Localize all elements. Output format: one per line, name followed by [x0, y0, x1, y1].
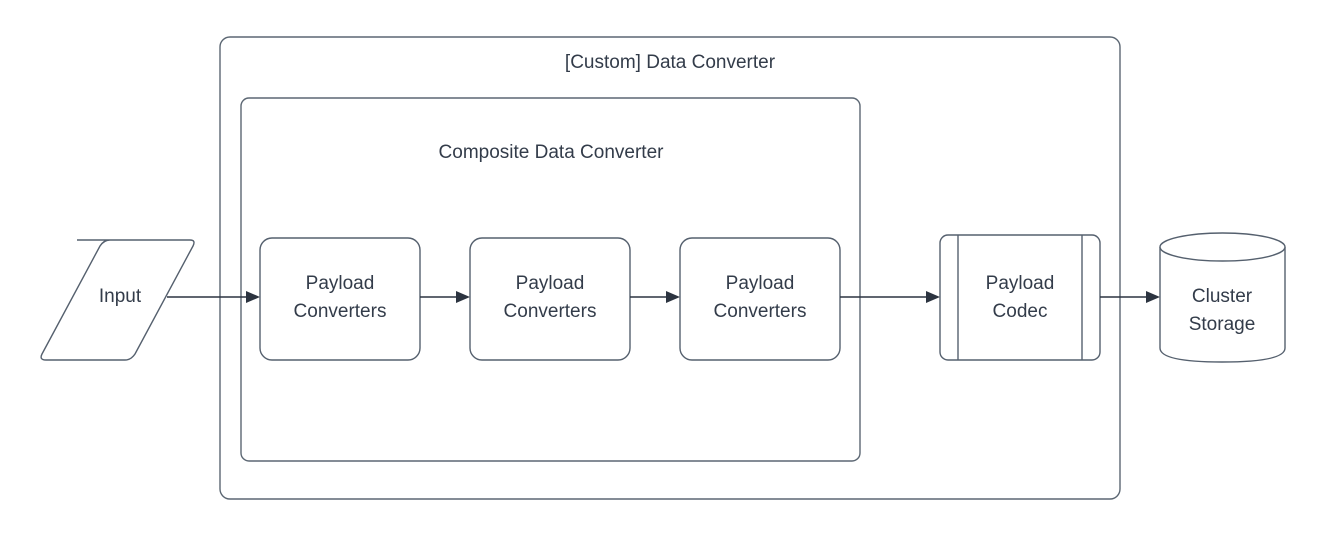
codec-label-line2: Codec — [993, 301, 1048, 322]
converter-3-fill — [680, 238, 840, 360]
storage-body-fill — [1160, 247, 1285, 362]
input-node-fill — [41, 240, 194, 360]
converter-1-fill — [260, 238, 420, 360]
cluster-storage-node[interactable] — [1159, 247, 1286, 363]
inner-container-title: Composite Data Converter — [439, 142, 665, 163]
arrowhead-converter-2-to-3 — [666, 291, 680, 303]
payload-converters-node-1[interactable] — [259, 237, 421, 361]
storage-top-fill — [1160, 233, 1285, 261]
converter-2-fill — [470, 238, 630, 360]
payload-converters-node-2[interactable] — [469, 237, 631, 361]
converter-1-label-line2: Converters — [294, 301, 387, 322]
storage-label-line2: Storage — [1189, 314, 1256, 335]
converter-3-label-line1: Payload — [726, 273, 795, 294]
arrowhead-converter-3-to-codec — [926, 291, 940, 303]
storage-top-ellipse — [1159, 232, 1286, 262]
converter-3-label-line2: Converters — [714, 301, 807, 322]
outer-container-title: [Custom] Data Converter — [565, 52, 776, 73]
converter-2-label-line1: Payload — [516, 273, 585, 294]
payload-converters-node-3[interactable] — [679, 237, 841, 361]
arrowhead-codec-to-storage — [1146, 291, 1160, 303]
converter-2-label-line2: Converters — [504, 301, 597, 322]
converter-1-label-line1: Payload — [306, 273, 375, 294]
codec-label-line1: Payload — [986, 273, 1055, 294]
arrowhead-converter-1-to-2 — [456, 291, 470, 303]
input-node-label: Input — [99, 286, 142, 307]
arrowhead-input-to-converter-1 — [246, 291, 260, 303]
codec-fill — [940, 235, 1100, 360]
storage-label-line1: Cluster — [1192, 286, 1253, 307]
input-node[interactable] — [40, 239, 195, 361]
